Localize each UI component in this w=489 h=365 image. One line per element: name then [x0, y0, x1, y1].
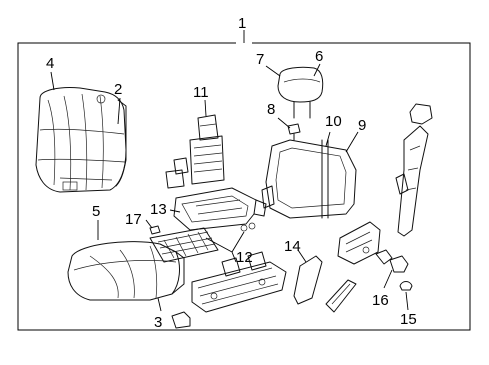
headrest [277, 66, 324, 119]
track-cover-long [325, 279, 357, 313]
bracket-16 [375, 249, 409, 273]
callout-13: 13 [150, 201, 167, 218]
callout-14: 14 [284, 238, 301, 255]
callout-1: 1 [238, 15, 246, 32]
callout-4: 4 [46, 55, 54, 72]
seatback-panel [165, 114, 225, 189]
callout-7: 7 [256, 51, 264, 68]
cushion-bracket [171, 311, 191, 329]
seat-adjuster-track [191, 251, 287, 313]
seat-side-trim [395, 103, 433, 237]
cap-15 [399, 281, 413, 291]
callout-16: 16 [372, 292, 389, 309]
callout-15: 15 [400, 311, 417, 328]
track-cover-14 [293, 255, 323, 305]
callouts: 1 2 3 4 5 6 7 8 9 10 11 1 [46, 15, 417, 331]
seat-cushion-frame [173, 187, 267, 232]
callout-2: 2 [114, 81, 122, 98]
seat-cushion [67, 241, 185, 301]
callout-9: 9 [358, 117, 366, 134]
callout-8: 8 [267, 101, 275, 118]
recliner-handle [337, 221, 381, 265]
seat-springs [149, 227, 219, 263]
callout-12: 12 [236, 249, 253, 266]
callout-6: 6 [315, 48, 323, 65]
headrest-guide [287, 123, 301, 141]
callout-10: 10 [325, 113, 342, 130]
callout-17: 17 [125, 211, 142, 228]
callout-11: 11 [193, 84, 209, 101]
callout-5: 5 [92, 203, 100, 220]
diagram-frame [17, 42, 471, 331]
seatback-frame [261, 139, 357, 219]
seat-back-cover [35, 87, 127, 193]
clip [149, 225, 161, 235]
callout-3: 3 [154, 314, 162, 331]
